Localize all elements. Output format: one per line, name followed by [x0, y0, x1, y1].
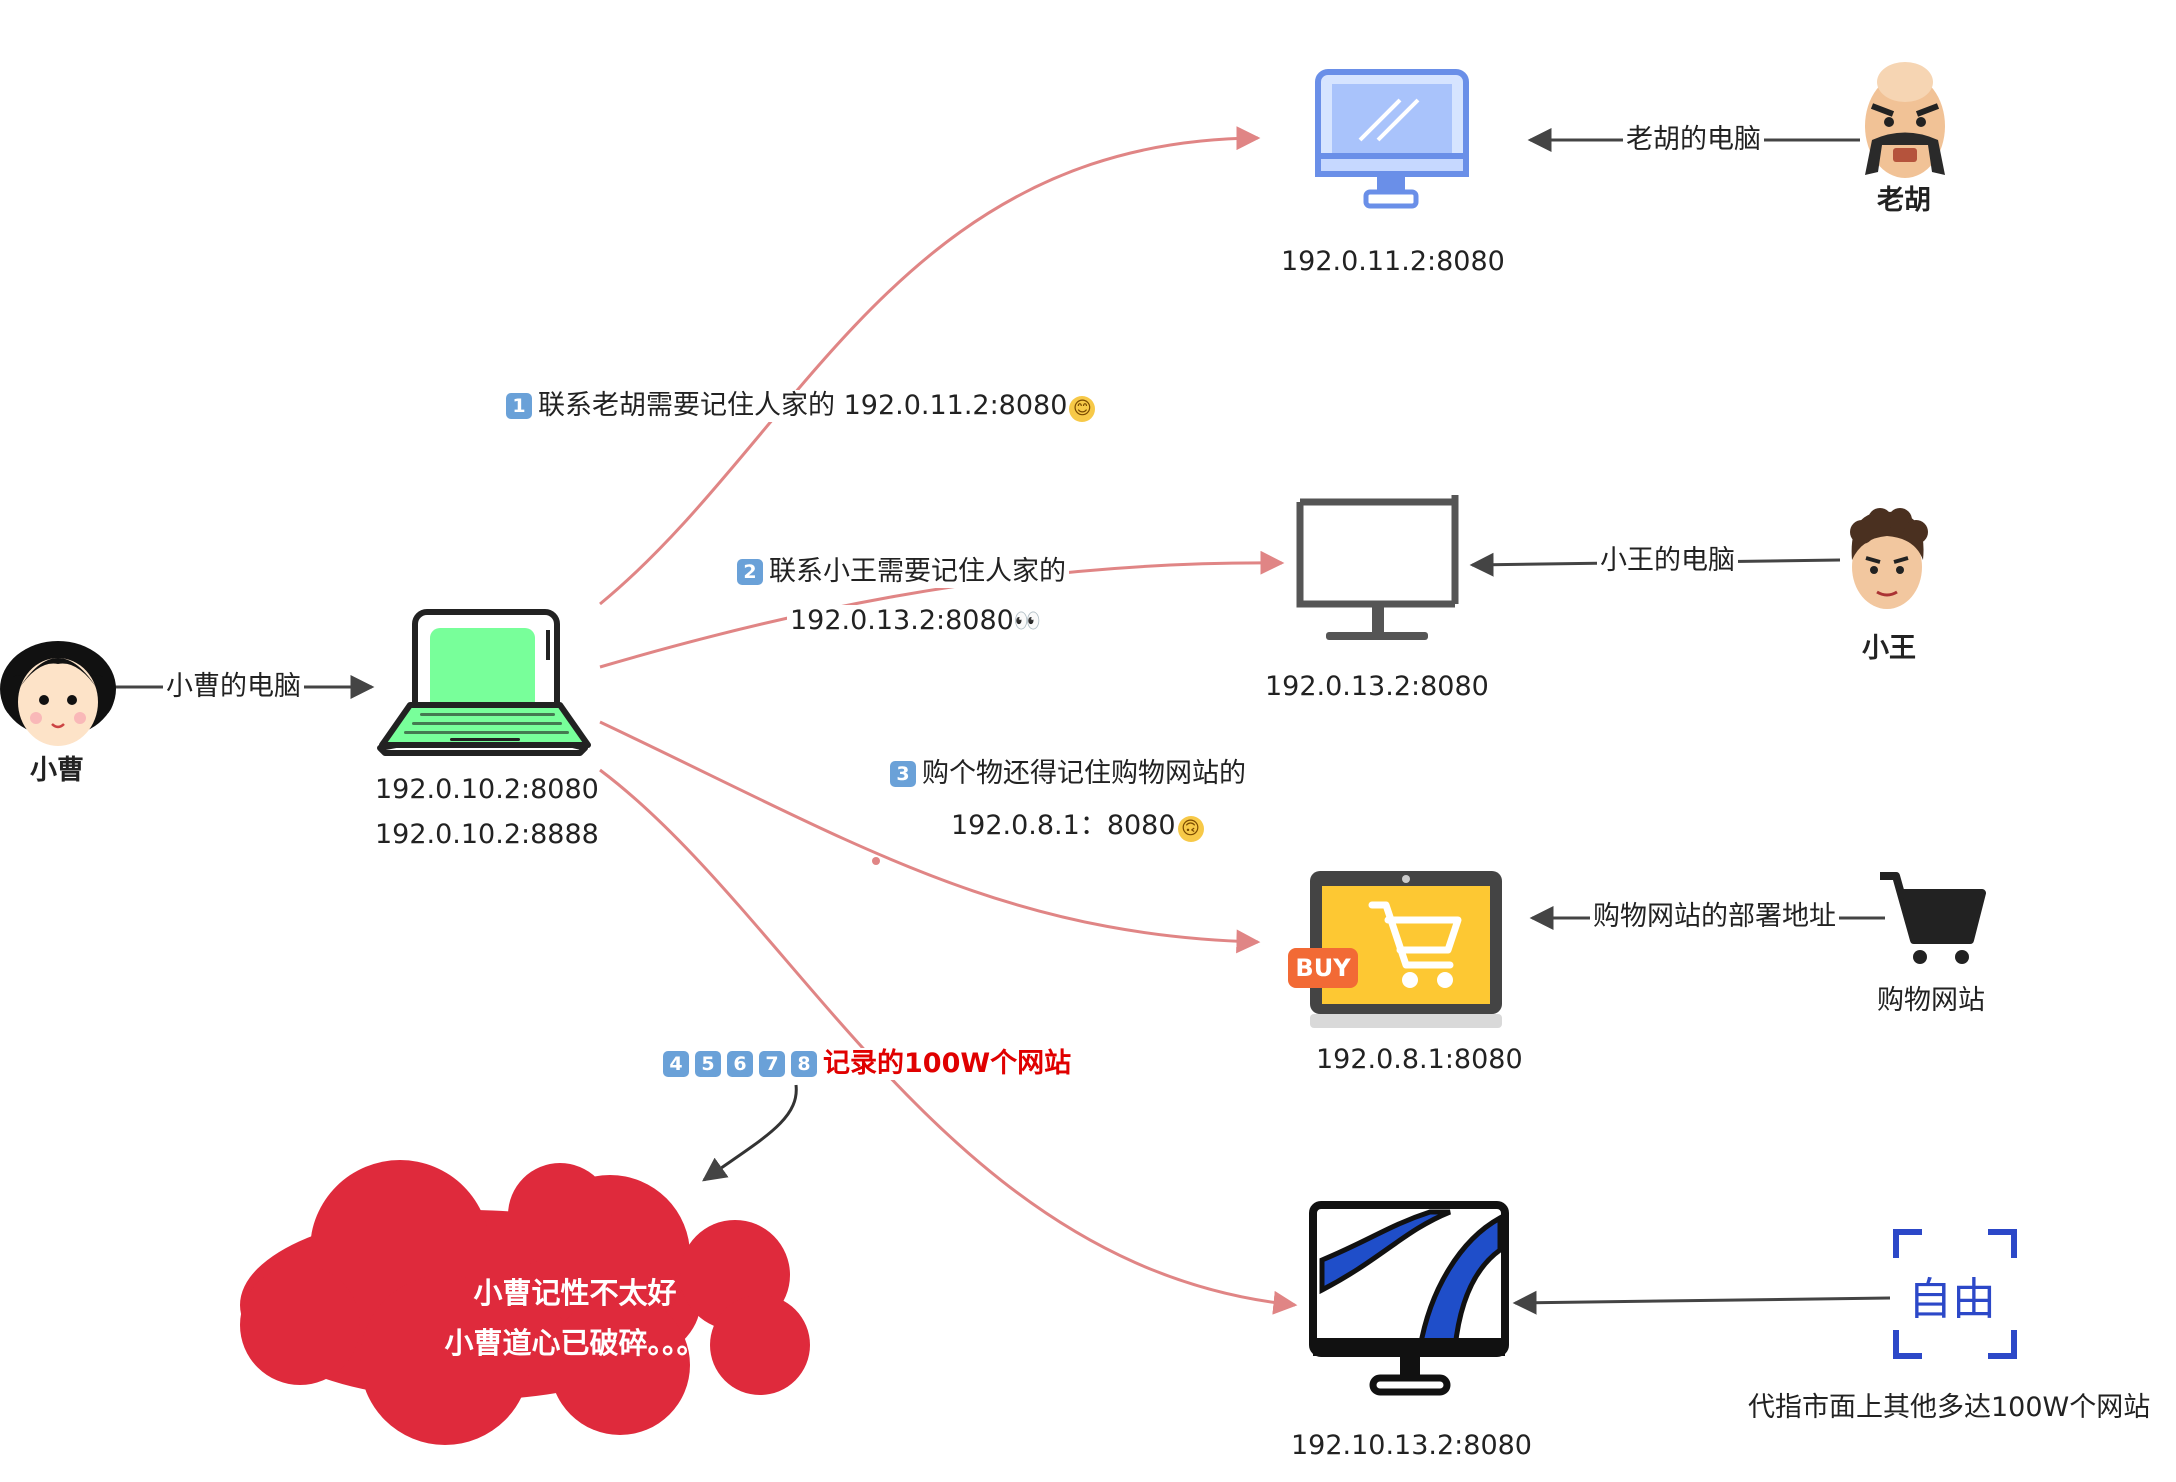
avatar-laohu [1865, 62, 1945, 178]
edge-label-3-line2: 192.0.8.1：8080🙃 [948, 810, 1207, 842]
link-label-shop: 购物网站的部署地址 [1590, 901, 1839, 933]
step-badge-2: 2 [737, 559, 763, 585]
person-name-laohu: 老胡 [1877, 185, 1931, 216]
cloud-text-line2: 小曹道心已破碎。。。 [444, 1326, 706, 1360]
edge-laptop-to-laohu [599, 126, 1261, 606]
edge-text-4: 记录的100W个网站 [823, 1048, 1072, 1079]
cloud-text-line1: 小曹记性不太好 [473, 1276, 677, 1310]
monitor-laohu-icon [1315, 69, 1469, 209]
avatar-xiaowang [1850, 508, 1928, 609]
step-badge-3: 3 [890, 761, 916, 787]
monitor-xiaowang-icon [1296, 495, 1459, 640]
edge-laptop-to-xiaowang [599, 550, 1285, 669]
buy-badge: BUY [1288, 948, 1358, 988]
arrow-ziyou-to-pc [1512, 1290, 1891, 1315]
edge-laptop-to-shop [599, 720, 1261, 954]
ziyou-badge-text: 自由 [1908, 1274, 1996, 1325]
edge-text-2a: 联系小王需要记住人家的 [769, 556, 1066, 587]
step-badge-5: 5 [695, 1051, 721, 1077]
shopping-cart-icon [1880, 872, 1986, 964]
person-name-xiaocao: 小曹 [30, 755, 84, 786]
shop-name-label: 购物网站 [1877, 985, 1985, 1016]
edge-junction-dot [872, 857, 880, 865]
ziyou-desc: 代指市面上其他多达100W个网站 [1748, 1392, 2151, 1423]
link-label-laohu: 老胡的电脑 [1623, 124, 1764, 156]
person-name-xiaowang: 小王 [1862, 633, 1916, 664]
other-pc-addr: 192.10.13.2:8080 [1291, 1430, 1532, 1461]
cloud-shape [240, 1160, 810, 1445]
monitor-other-icon [1309, 1201, 1509, 1396]
laptop-addr-2: 192.0.10.2:8888 [375, 819, 599, 850]
link-label-xiaocao: 小曹的电脑 [163, 671, 304, 703]
step-badge-8: 8 [791, 1051, 817, 1077]
laptop-icon [377, 609, 591, 756]
link-label-xiaowang: 小王的电脑 [1597, 545, 1738, 577]
step-badge-6: 6 [727, 1051, 753, 1077]
smile-emoji-icon: 😊 [1069, 396, 1096, 422]
step-badge-4: 4 [663, 1051, 689, 1077]
edge-text-2b: 192.0.13.2:8080 [790, 605, 1014, 636]
upside-down-emoji-icon: 🙃 [1177, 816, 1204, 842]
shop-pc-addr: 192.0.8.1:8080 [1316, 1044, 1523, 1075]
avatar-xiaocao [0, 641, 116, 746]
step-badge-1: 1 [506, 393, 532, 419]
laptop-addr-1: 192.0.10.2:8080 [375, 774, 599, 805]
edge-text-3b: 192.0.8.1：8080 [951, 810, 1176, 841]
edge-text-1: 联系老胡需要记住人家的 192.0.11.2:8080 [538, 390, 1068, 421]
edge-laptop-to-other [599, 768, 1298, 1315]
eyes-emoji-icon: 👀 [1013, 609, 1041, 634]
step-badge-7: 7 [759, 1051, 785, 1077]
xiaowang-pc-addr: 192.0.13.2:8080 [1265, 671, 1489, 702]
shop-monitor-icon [1310, 871, 1502, 1028]
laohu-pc-addr: 192.0.11.2:8080 [1281, 246, 1505, 277]
edge-text-3a: 购个物还得记住购物网站的 [922, 758, 1246, 789]
arrow-to-cloud [702, 1084, 798, 1182]
ziyou-badge-frame [1893, 1229, 2017, 1359]
edge-label-2-line2: 192.0.13.2:8080👀 [787, 605, 1041, 638]
